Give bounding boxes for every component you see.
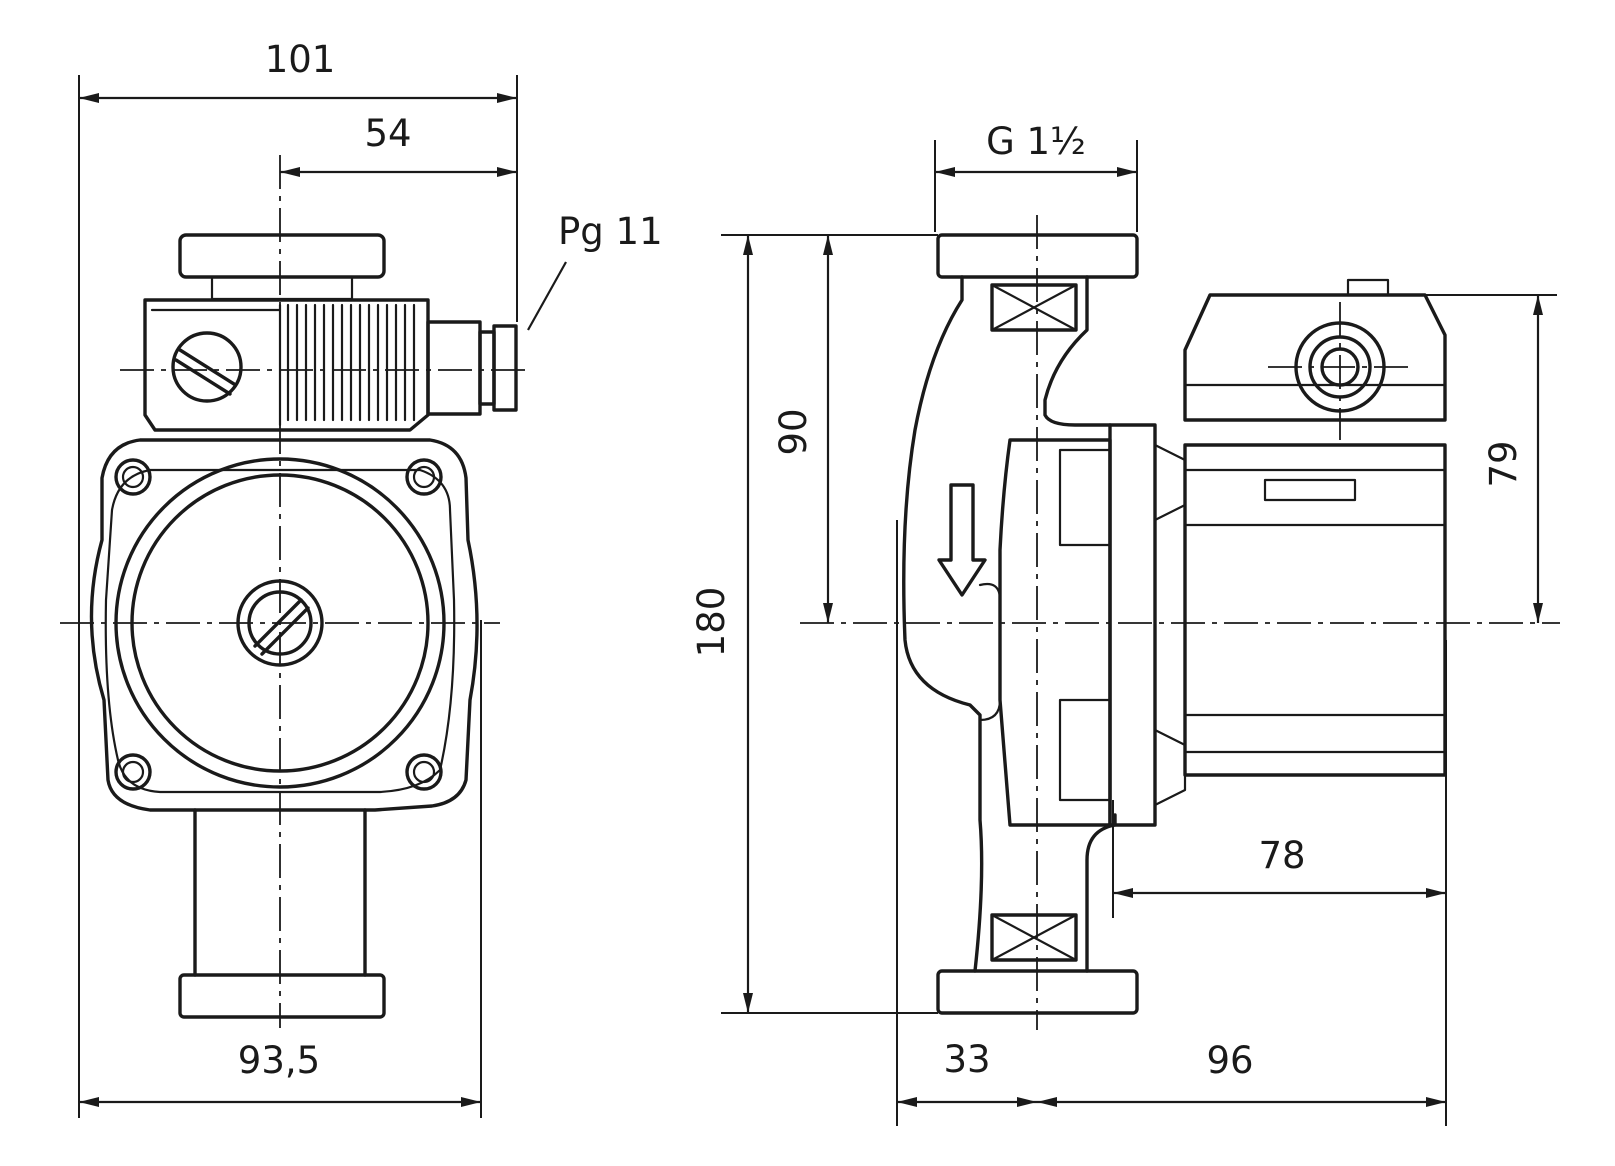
flow-arrow-icon (937, 483, 987, 597)
housing-lug-bottom (1058, 698, 1112, 802)
housing-inner (104, 468, 456, 794)
pump-housing-side (998, 438, 1112, 827)
dim-face-to-axis: 33 (943, 1038, 990, 1081)
motor-flange-side (1108, 423, 1157, 827)
pump-body-side (902, 233, 1187, 1015)
bottom-flange (178, 973, 386, 1019)
dim-port-to-port: 180 (690, 587, 733, 658)
outlet-contour-right (1085, 813, 1117, 973)
housing-bulge (978, 582, 1002, 722)
dim-gland-offset: 54 (364, 112, 411, 155)
terminal-fins (286, 303, 416, 422)
cable-gland-nut (478, 330, 496, 406)
terminal-neck (210, 275, 354, 301)
wrench-flat-bottom (990, 913, 1078, 962)
terminal-body (143, 298, 430, 432)
pump-housing-front (89, 438, 479, 1019)
dim-motor-length: 78 (1258, 834, 1305, 877)
motor-rating-plate (1263, 478, 1357, 502)
motor-side (1183, 278, 1447, 777)
housing-outer (89, 438, 479, 812)
terminal-cover (178, 233, 386, 279)
terminal-box-side (1183, 293, 1447, 422)
front-view: 101 54 Pg 11 93,5 (60, 38, 663, 1118)
wrench-flat-top (990, 283, 1078, 332)
cable-gland-body (426, 320, 482, 416)
dim-box-height: 79 (1482, 440, 1525, 487)
cable-gland-cap (492, 324, 518, 412)
inlet-contour-right (1043, 275, 1112, 427)
inlet-contour-left (902, 275, 984, 973)
terminal-box (143, 233, 518, 432)
dim-thread: G 1½ (986, 120, 1086, 163)
motor-can (1183, 443, 1447, 777)
bolt-holes (114, 458, 443, 791)
terminal-box-tab (1346, 278, 1390, 297)
dim-flange-width: 93,5 (238, 1039, 320, 1082)
side-view: G 1½ 180 90 79 78 33 96 (690, 120, 1560, 1126)
dim-overall-width: 101 (265, 38, 336, 81)
dim-axis-to-end: 96 (1206, 1039, 1253, 1082)
gland-label: Pg 11 (558, 210, 663, 253)
outlet-neck (193, 808, 367, 977)
flange-bracket-top (1153, 443, 1187, 522)
gland-leader (527, 261, 567, 331)
terminal-screw (171, 331, 243, 403)
housing-lug-top (1058, 448, 1112, 547)
dim-center-to-top: 90 (772, 408, 815, 455)
flange-bracket-bottom (1153, 728, 1187, 807)
